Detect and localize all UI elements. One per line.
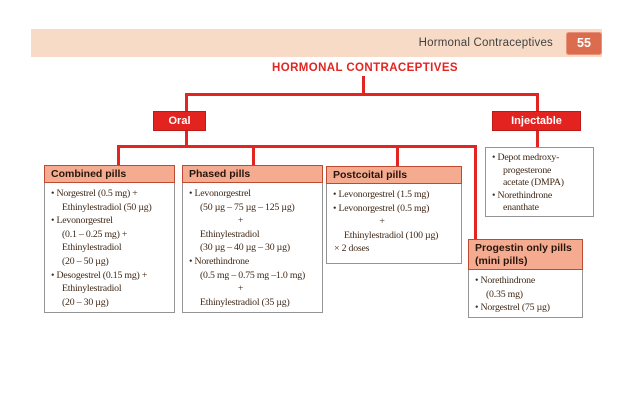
connector-progestin-drop <box>474 145 477 240</box>
connector-combined-drop <box>117 145 120 166</box>
list-line: • Norgestrel (75 µg) <box>475 302 550 314</box>
box-progestin-only-pills-title: Progestin only pills (mini pills) <box>468 239 583 270</box>
connector-oral-stem <box>185 130 188 146</box>
connector-oral-drop <box>185 93 188 112</box>
list-line: • Norethindrone <box>189 255 250 267</box>
list-line: + <box>379 216 385 228</box>
connector-title-stem <box>362 76 365 95</box>
list-line: • Norethindrone <box>492 189 553 201</box>
list-line: enanthate <box>503 202 539 214</box>
box-progestin-only-pills-list: • Norethindrone (0.35 mg) • Norgestrel (75… <box>469 270 582 319</box>
connector-phased-drop <box>252 145 255 166</box>
list-line: (0.5 mg – 0.75 mg –1.0 mg) <box>200 269 306 281</box>
connector-injectable-stem <box>536 130 539 148</box>
list-line: Ethinylestradiol <box>200 228 260 240</box>
connector-postcoital-drop <box>396 145 399 167</box>
list-line: • Levonorgestrel (1.5 mg) <box>333 189 430 200</box>
header-bar: Hormonal Contraceptives 55 <box>31 29 602 57</box>
box-progestin-title-line1: Progestin only pills <box>475 242 572 254</box>
box-phased-pills-title: Phased pills <box>182 165 323 183</box>
list-line: progesterone <box>503 164 552 176</box>
box-phased-pills-list: • Levonorgestrel (50 µg – 75 µg – 125 µg)… <box>183 183 322 313</box>
list-line: (30 µg – 40 µg – 30 µg) <box>200 242 290 254</box>
list-line: • Desogestrel (0.15 mg) + <box>51 269 148 281</box>
list-line: • Levonorgestrel (0.5 mg) <box>333 202 430 214</box>
box-progestin-only-pills: Progestin only pills (mini pills) • Nore… <box>468 239 583 318</box>
connector-top-horizontal <box>185 93 539 96</box>
box-combined-pills-list: • Norgestrel (0.5 mg) + Ethinylestradiol … <box>45 183 174 313</box>
page-number-badge: 55 <box>566 31 602 55</box>
list-line: acetate (DMPA) <box>503 177 564 189</box>
list-line: × 2 doses <box>334 243 370 255</box>
list-line: + <box>237 215 244 227</box>
list-line: Ethinylestradiol (50 µg) <box>62 201 152 213</box>
list-line: + <box>237 283 244 295</box>
list-line: (20 – 30 µg) <box>62 296 109 308</box>
node-injectable: Injectable <box>492 111 581 131</box>
list-line: • Levonorgestrel <box>189 188 251 199</box>
list-line: • Depot medroxy- <box>492 152 560 163</box>
box-postcoital-pills-title: Postcoital pills <box>326 166 462 184</box>
connector-oral-horizontal <box>117 145 477 148</box>
list-line: • Norgestrel (0.5 mg) + <box>51 188 138 199</box>
diagram-title: HORMONAL CONTRACEPTIVES <box>272 62 458 74</box>
node-oral: Oral <box>153 111 206 131</box>
list-line: (0.1 – 0.25 mg) + <box>62 228 128 240</box>
list-line: Ethinylestradiol (100 µg) <box>344 229 439 241</box>
connector-injectable-drop <box>536 93 539 112</box>
list-line: • Norethindrone <box>475 275 536 286</box>
box-combined-pills: Combined pills • Norgestrel (0.5 mg) + Et… <box>44 165 175 313</box>
list-line: Ethinylestradiol (35 µg) <box>200 296 290 308</box>
box-postcoital-pills-list: • Levonorgestrel (1.5 mg) • Levonorgestre… <box>327 184 461 260</box>
header-title: Hormonal Contraceptives <box>418 37 553 49</box>
list-line: (50 µg – 75 µg – 125 µg) <box>200 201 295 213</box>
box-combined-pills-title: Combined pills <box>44 165 175 183</box>
list-line: (20 – 50 µg) <box>62 255 109 267</box>
list-line: Ethinylestradiol <box>62 242 122 254</box>
list-line: (0.35 mg) <box>486 288 523 300</box>
box-progestin-title-line2: (mini pills) <box>475 255 528 267</box>
list-line: Ethinylestradiol <box>62 283 122 295</box>
box-phased-pills: Phased pills • Levonorgestrel (50 µg – 75… <box>182 165 323 313</box>
box-postcoital-pills: Postcoital pills • Levonorgestrel (1.5 m… <box>326 166 462 264</box>
list-line: • Levonorgestrel <box>51 215 113 227</box>
